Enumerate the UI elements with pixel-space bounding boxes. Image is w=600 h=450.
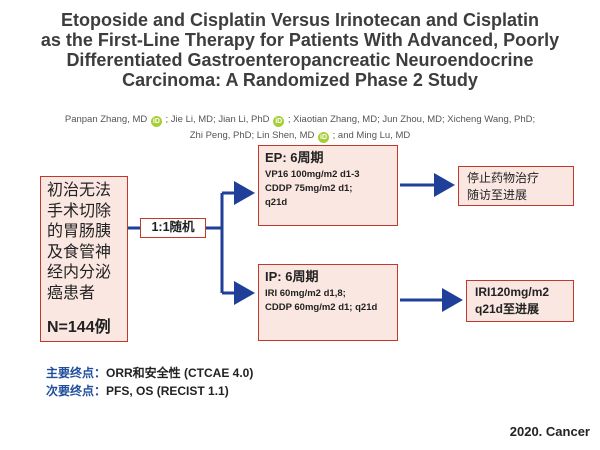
patient-line: 癌患者 [47,284,96,302]
ip-arm-dose: CDDP 60mg/m2 d1; q21d [265,302,378,313]
ep-outcome-box: 停止药物治疗 随访至进展 [458,166,574,206]
ip-outcome-line: IRI120mg/m2 [475,285,550,299]
title-line: Carcinoma: A Randomized Phase 2 Study [122,70,478,90]
patient-line: 的胃肠胰 [47,223,112,240]
ip-arm-title: IP: 6周期 [265,269,319,284]
orcid-icon[interactable]: iD [273,116,285,127]
ep-arm-title: EP: 6周期 [265,150,324,165]
ep-outcome-line: 停止药物治疗 [467,171,540,185]
patient-line: 及食管神 [47,243,112,261]
paper-title: Etoposide and Cisplatin Versus Irinoteca… [10,10,590,90]
author-line-2: Zhi Peng, PhD; Lin Shen, MD iD ; and Min… [10,128,590,144]
secondary-endpoint-label: 次要终点： [46,384,107,398]
primary-endpoint-label: 主要终点： [46,366,107,380]
primary-endpoint: 主要终点：ORR和安全性 (CTCAE 4.0) [46,364,253,382]
primary-endpoint-value: ORR和安全性 (CTCAE 4.0) [106,366,254,380]
ep-arm-schedule: q21d [265,197,288,208]
author-text: ; Jie Li, MD; Jian Li, PhD [165,114,270,125]
patient-line: 初治无法 [47,182,112,199]
author-list: Panpan Zhang, MD iD ; Jie Li, MD; Jian L… [10,112,590,144]
secondary-endpoint-value: PFS, OS (RECIST 1.1) [106,384,229,398]
randomization-box: 1:1随机 [140,218,206,238]
title-line: Etoposide and Cisplatin Versus Irinoteca… [60,10,540,30]
title-line: as the First-Line Therapy for Patients W… [40,30,560,50]
ip-outcome-line: q21d至进展 [475,302,540,316]
author-line-1: Panpan Zhang, MD iD ; Jie Li, MD; Jian L… [10,112,590,128]
author-text: ; and Ming Lu, MD [332,130,411,141]
patient-line: 手术切除 [47,202,112,220]
endpoints-block: 主要终点：ORR和安全性 (CTCAE 4.0) 次要终点：PFS, OS (R… [46,364,253,400]
patient-line: 经内分泌 [47,264,112,281]
orcid-icon[interactable]: iD [318,132,329,143]
ep-arm-dose: CDDP 75mg/m2 d1; [265,183,353,194]
citation: 2020. Cancer [509,424,590,439]
ip-outcome-box: IRI120mg/m2 q21d至进展 [466,280,574,322]
secondary-endpoint: 次要终点：PFS, OS (RECIST 1.1) [46,382,253,400]
author-text: Panpan Zhang, MD [64,114,148,125]
ip-arm-box: IP: 6周期 IRI 60mg/m2 d1,8; CDDP 60mg/m2 d… [258,264,398,341]
ep-outcome-line: 随访至进展 [467,188,528,202]
author-text: Zhi Peng, PhD; Lin Shen, MD [189,130,315,141]
ip-arm-dose: IRI 60mg/m2 d1,8; [265,288,346,299]
patient-population-box: 初治无法 手术切除 的胃肠胰 及食管神 经内分泌 癌患者 N=144例 [40,176,128,342]
patient-count: N=144例 [47,319,111,336]
ep-arm-box: EP: 6周期 VP16 100mg/m2 d1-3 CDDP 75mg/m2 … [258,145,398,226]
author-text: ; Xiaotian Zhang, MD; Jun Zhou, MD; Xich… [287,114,536,125]
orcid-icon[interactable]: iD [150,116,162,127]
ep-arm-dose: VP16 100mg/m2 d1-3 [265,169,360,180]
title-line: Differentiated Gastroenteropancreatic Ne… [66,50,534,70]
